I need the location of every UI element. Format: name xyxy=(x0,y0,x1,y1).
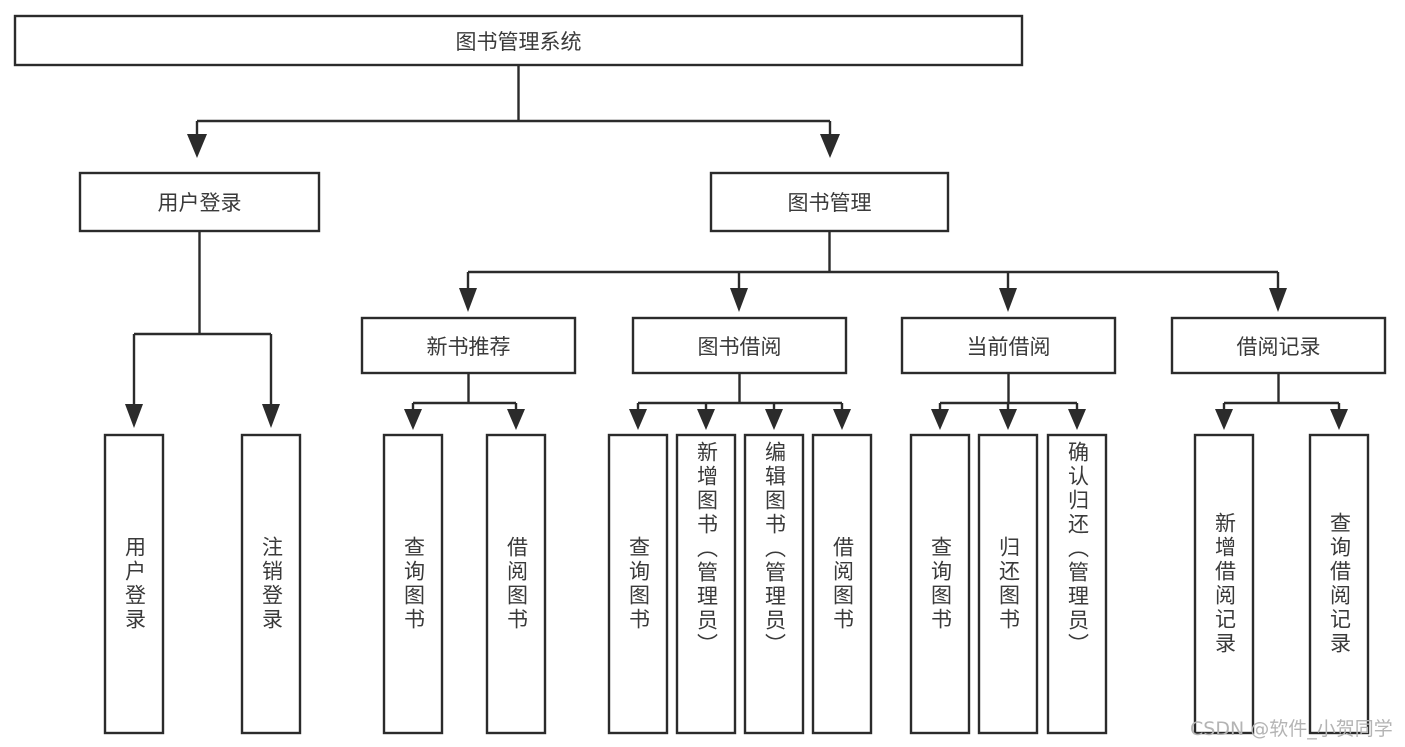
node-box-book-management[interactable] xyxy=(709,171,950,233)
arrow-head-user-login xyxy=(187,134,207,158)
node-box-borrow-record[interactable] xyxy=(1170,316,1387,375)
node-box-leaf-bb-query-book[interactable] xyxy=(607,433,669,735)
node-box-leaf-br-query-record[interactable] xyxy=(1308,433,1370,735)
node-box-leaf-logout[interactable] xyxy=(240,433,302,735)
node-box-leaf-user-login[interactable] xyxy=(103,433,165,735)
node-box-leaf-bb-borrow-book[interactable] xyxy=(811,433,873,735)
node-box-leaf-cb-return-book[interactable] xyxy=(977,433,1039,735)
arrow-head-bb-leaf-3 xyxy=(765,409,783,430)
arrow-head-new-book-recommend xyxy=(459,288,477,312)
node-box-leaf-nbr-borrow-book[interactable] xyxy=(485,433,547,735)
node-box-leaf-cb-confirm-return[interactable] xyxy=(1046,433,1108,735)
arrow-head-nbr-leaf-1 xyxy=(404,409,422,430)
node-box-root[interactable] xyxy=(13,14,1024,67)
arrow-head-leaf-user-login-1 xyxy=(125,404,143,428)
arrow-head-cb-leaf-1 xyxy=(931,409,949,430)
arrow-head-br-leaf-2 xyxy=(1330,409,1348,430)
arrow-head-leaf-user-login-2 xyxy=(262,404,280,428)
node-box-leaf-br-add-record[interactable] xyxy=(1193,433,1255,735)
arrow-head-nbr-leaf-2 xyxy=(507,409,525,430)
node-box-current-borrow[interactable] xyxy=(900,316,1117,375)
arrow-head-br-leaf-1 xyxy=(1215,409,1233,430)
node-box-new-book-recommend[interactable] xyxy=(360,316,577,375)
arrow-head-current-borrow xyxy=(999,288,1017,312)
node-box-leaf-bb-edit-book[interactable] xyxy=(743,433,805,735)
arrow-head-book-borrow xyxy=(730,288,748,312)
node-box-leaf-nbr-query-book[interactable] xyxy=(382,433,444,735)
node-box-leaf-cb-query-book[interactable] xyxy=(909,433,971,735)
arrow-head-book-mgmt xyxy=(820,134,840,158)
arrow-head-bb-leaf-2 xyxy=(697,409,715,430)
node-box-leaf-bb-add-book[interactable] xyxy=(675,433,737,735)
arrow-head-cb-leaf-3 xyxy=(1068,409,1086,430)
arrow-head-bb-leaf-1 xyxy=(629,409,647,430)
node-box-user-login[interactable] xyxy=(78,171,321,233)
node-box-book-borrow[interactable] xyxy=(631,316,848,375)
arrow-head-cb-leaf-2 xyxy=(999,409,1017,430)
arrow-head-bb-leaf-4 xyxy=(833,409,851,430)
arrow-head-borrow-record xyxy=(1269,288,1287,312)
